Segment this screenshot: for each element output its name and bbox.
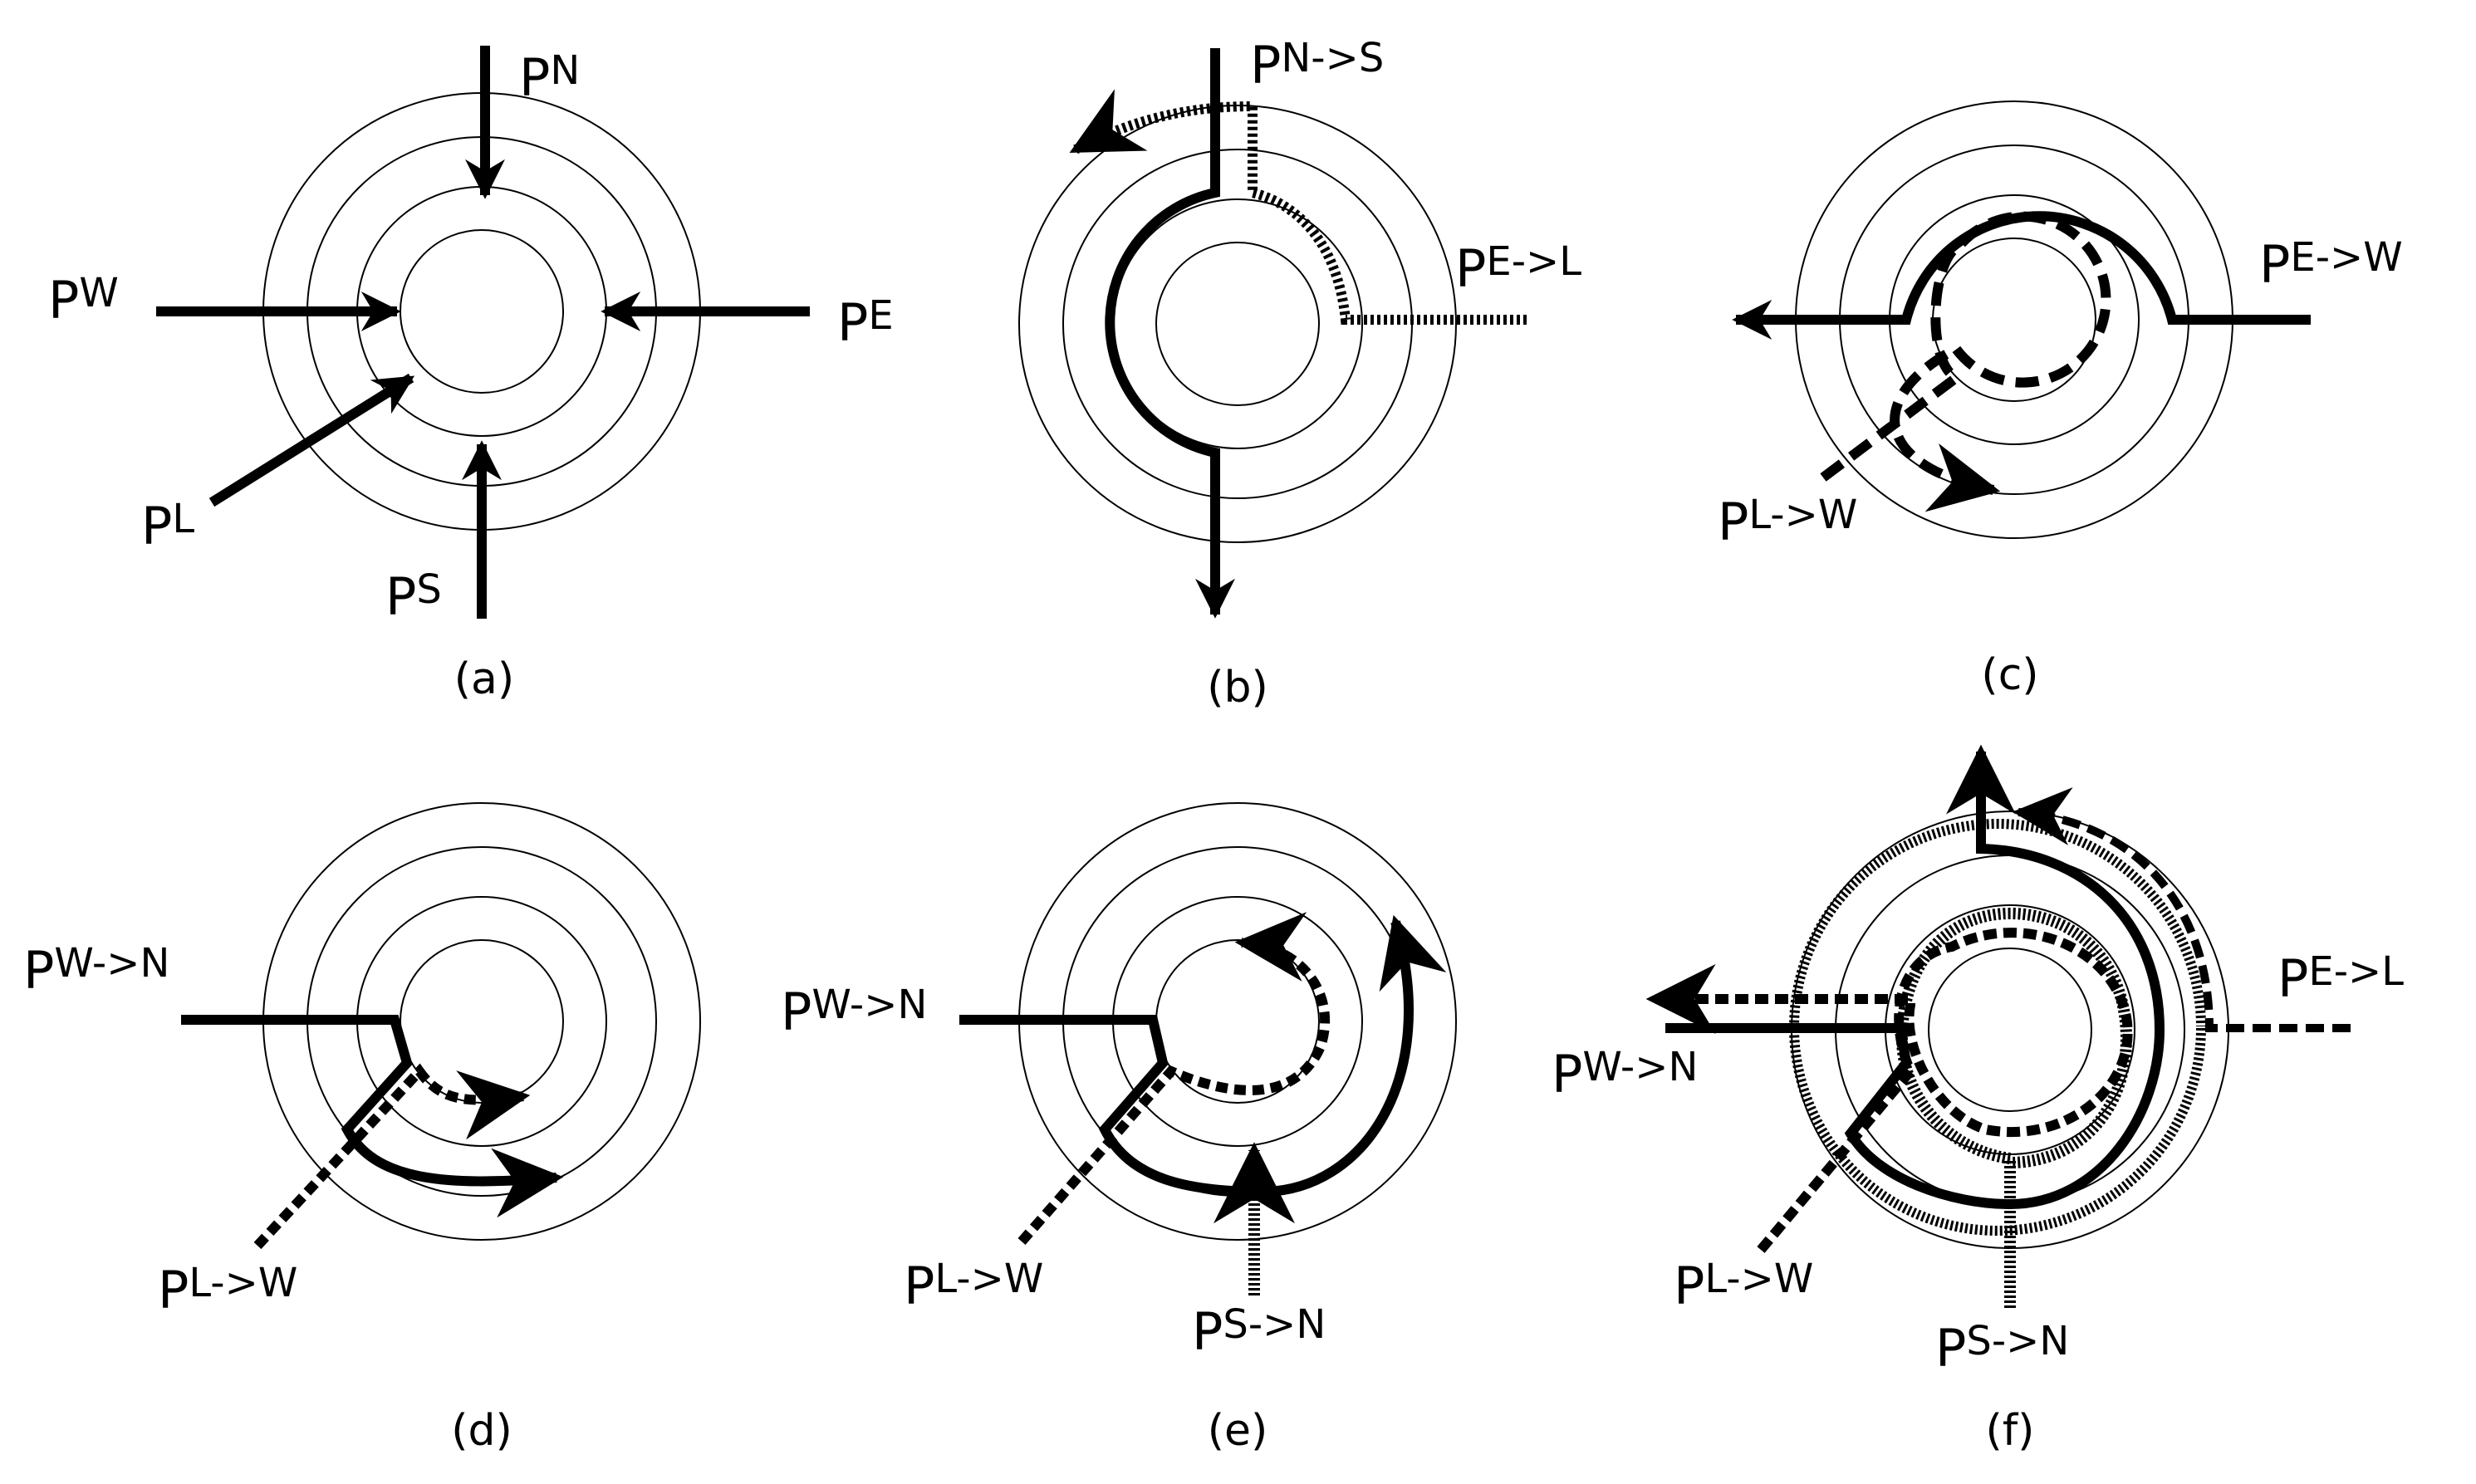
- path-left-arrow: [208, 373, 415, 507]
- caption-d: (d): [451, 1406, 512, 1456]
- path-left-to-west: [253, 1063, 531, 1250]
- label-p-l-w: PL->W: [158, 1260, 297, 1320]
- caption-e: (e): [1208, 1406, 1268, 1456]
- label-p-e: PE: [837, 292, 894, 353]
- label-p-w-n: PW->N: [1552, 1044, 1698, 1104]
- label-p-w-n: PW->N: [781, 982, 927, 1042]
- panel-f: PE->L PW->N PL->W PS->N (f): [1552, 744, 2404, 1456]
- label-p-l-w: PL->W: [1718, 492, 1857, 552]
- caption-c: (c): [1981, 650, 2038, 700]
- caption-f: (f): [1986, 1406, 2035, 1456]
- path-east-to-west: [1732, 211, 2311, 340]
- label-p-l: PL: [141, 496, 194, 556]
- label-p-e-l: PE->L: [1455, 238, 1581, 299]
- label-p-w-n: PW->N: [23, 940, 169, 1001]
- panel-a: PN PW PE PL PS (a): [48, 46, 894, 704]
- label-p-s-n: PS->N: [1935, 1318, 2069, 1379]
- path-south-to-north: [1895, 907, 2133, 1308]
- label-p-n: PN: [519, 47, 580, 108]
- label-p-n-s: PN->S: [1250, 35, 1384, 96]
- caption-b: (b): [1207, 663, 1268, 713]
- path-east-to-left: [2013, 787, 2351, 1032]
- path-west-to-north: [1665, 744, 2165, 1210]
- label-p-e-l: PE->L: [2277, 948, 2404, 1009]
- panel-d: PW->N PL->W (d): [23, 802, 701, 1456]
- panel-e: PW->N PL->W PS->N (e): [781, 802, 1457, 1456]
- panel-c: PE->W PL->W (c): [1718, 100, 2403, 700]
- label-p-e-w: PE->W: [2259, 234, 2403, 295]
- path-left-to-west: [1017, 912, 1330, 1245]
- path-west-to-north: [181, 1015, 564, 1218]
- path-left-to-west: [1820, 211, 2111, 512]
- label-p-s: PS: [385, 566, 442, 627]
- path-north-to-south: [1105, 48, 1235, 619]
- path-east-to-left: [1069, 89, 1527, 325]
- panel-b: PN->S PE->L (b): [1018, 35, 1581, 713]
- label-p-w: PW: [48, 270, 119, 331]
- caption-a: (a): [454, 654, 514, 704]
- label-p-s-n: PS->N: [1192, 1301, 1326, 1362]
- label-p-l-w: PL->W: [904, 1256, 1043, 1316]
- label-p-l-w: PL->W: [1674, 1256, 1813, 1316]
